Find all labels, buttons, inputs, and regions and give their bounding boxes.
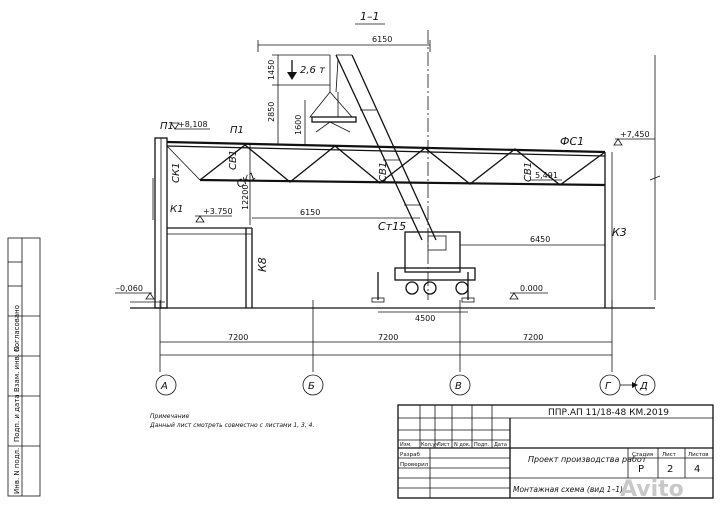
axis-d: Д [639,381,648,392]
row-checked: Проверил [400,462,429,468]
stamp-sign-date: Подп. и дата [13,394,21,442]
notes-text: Данный лист смотреть совместно с листами… [149,422,314,429]
doc-code: ППР.АП 11/18-48 КМ.2019 [548,408,669,418]
dim-crane-to-k3: 6450 [530,235,550,244]
level-top-left: +8,108 [178,120,208,129]
sheet-value: 2 [667,464,673,475]
col-kolch: Кол.уч [421,442,438,448]
label-p1-a: П1 [160,121,174,132]
sheets-value: 4 [694,464,700,475]
level-marks: +8,108 +7,450 +3.750 –0,060 0.000 5,491 [115,120,655,300]
stage-label: Стадия [632,452,653,458]
dim-boom-reach: 6150 [372,35,392,44]
axis-v: В [455,381,462,392]
label-k3: К3 [612,226,627,239]
axis-g: Г [605,381,612,392]
dim-12200: 12200 [241,185,250,210]
axis-a: А [160,381,168,392]
level-top-right: +7,450 [620,130,650,139]
sheets-label: Листов [688,452,709,458]
sheet-title: Монтажная схема (вид 1–1) [513,485,623,494]
load-value: 2,6 т [300,65,326,76]
level-ground-left: –0,060 [116,284,143,293]
dim-outrigger: 4500 [415,314,435,323]
row-developed: Разраб [400,452,420,458]
col-podp: Подп. [474,442,490,448]
building-frame [130,30,661,309]
stamp-inv: Инв. N подл. [13,448,21,494]
dim-1450: 1450 [267,60,276,80]
label-sv1-b: СВ1 [378,162,389,182]
sheet-label: Лист [662,452,677,458]
label-sv1-a: СВ1 [228,150,239,170]
axis-markers: А Б В Г Д [155,374,656,396]
level-chord: 5,491 [535,171,558,180]
load-arrow-icon [287,72,297,80]
span-dimensions: 7200 7200 7200 [159,300,613,372]
notes-title: Примечание [150,413,189,420]
project-title: Проект производства работ [528,455,647,464]
level-mid: +3.750 [203,207,233,216]
dim-1600: 1600 [294,115,303,135]
stamp-agreed: Согласовано [13,305,21,352]
label-p1-b: П1 [230,125,244,136]
label-sk1-a: СК1 [171,163,182,183]
section-title: 1–1 [360,10,380,23]
dim-span-ab: 7200 [228,333,248,342]
col-izm: Изм. [400,442,412,448]
col-ndoc: N док. [454,442,471,448]
label-k8: К8 [256,257,269,272]
dim-2850: 2850 [267,102,276,122]
title-block: ППР.АП 11/18-48 КМ.2019 Изм. Кол.уч Лист… [397,404,714,499]
axis-b: Б [308,381,315,392]
label-fs1: ФС1 [560,135,584,148]
avito-watermark: Avito [620,477,684,502]
crane-truck [371,231,476,303]
level-ground: 0.000 [520,284,543,293]
label-k1: К1 [170,204,183,215]
label-sv1-c: СВ1 [523,162,534,182]
dim-span-vg: 7200 [523,333,543,342]
col-data: Дата [494,442,507,448]
dim-crane-offset: 6150 [300,208,320,217]
label-st15: Ст15 [378,220,406,233]
side-stamp: Согласовано Взам. инв. N Подп. и дата Ин… [7,237,41,497]
stamp-replace: Взам. инв. N [13,347,21,392]
col-list: Лист [437,442,450,448]
dim-span-bv: 7200 [378,333,398,342]
stage-value: Р [638,464,644,475]
